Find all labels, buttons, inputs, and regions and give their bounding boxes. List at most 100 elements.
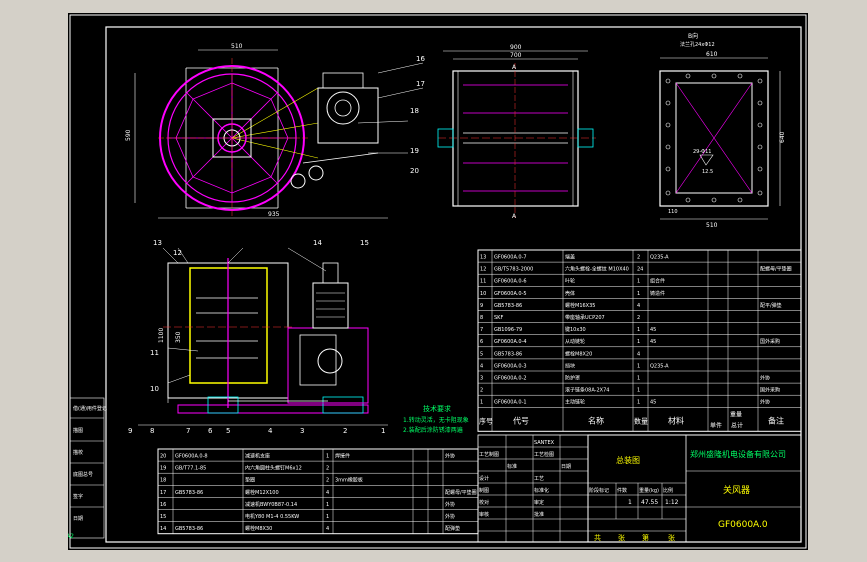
tech-note-item: 2.装配后涂防锈漆两遍 xyxy=(403,426,463,434)
strip-label: 借(通)用件登记 xyxy=(73,405,107,412)
bom2-cell: 1 xyxy=(326,514,329,520)
bom-cell: 1 xyxy=(637,327,640,333)
tech-notes-title: 技术要求 xyxy=(423,404,451,413)
approval-cell: 标准 xyxy=(507,463,517,470)
bom2-cell: 螺栓M8X30 xyxy=(245,525,272,532)
bom2-cell: 配弹垫 xyxy=(445,525,460,532)
approval-cell: 审核 xyxy=(479,511,489,518)
bom-cell: 7 xyxy=(480,327,483,333)
callout-label: 16 xyxy=(416,55,425,63)
hole-note: 29-Φ11 xyxy=(693,149,711,155)
dim-total: 900 xyxy=(510,44,522,51)
approval-cell: 工艺制图 xyxy=(479,451,499,458)
bom-cell: 主动链轮 xyxy=(565,399,585,406)
bom-cell: 从动链轮 xyxy=(565,338,585,345)
bom-cell: GB5783-86 xyxy=(494,303,522,309)
bom-cell: 1 xyxy=(637,376,640,382)
bom-cell: 45 xyxy=(650,327,656,333)
bom-cell: 1 xyxy=(637,363,640,369)
tech-notes: 技术要求 1.转动灵活，无卡阻现象 2.装配后涂防锈漆两遍 xyxy=(403,404,469,434)
bom2-cell: 2 xyxy=(326,466,329,472)
strip-label: 日期 xyxy=(73,516,83,522)
assembly-front-view: 1100 350 13 12 14 15 11 10 xyxy=(128,239,388,435)
bom-cell: 国外采购 xyxy=(760,387,780,394)
footer-text: 第 xyxy=(642,533,649,542)
dim-pitch: 110 xyxy=(668,209,678,215)
svg-text:A: A xyxy=(512,64,517,71)
drawing-name: 关风器 xyxy=(723,484,750,496)
bom-cell: 挡块 xyxy=(565,362,575,369)
bom2-cell: 外协 xyxy=(445,501,455,508)
bom-cell: 六角头螺栓-全螺纹 M10X40 xyxy=(565,266,629,273)
bom-cell: GF0600A.0-4 xyxy=(494,339,527,345)
approval-cell: 工艺 xyxy=(534,476,544,482)
callout-label: 7 xyxy=(186,427,190,435)
approval-cell: 制图 xyxy=(479,487,489,494)
bom-cell: 45 xyxy=(650,400,656,406)
front-view-housing: 900 700 A A xyxy=(437,44,596,220)
outer-frame xyxy=(69,14,807,549)
stage-label: 比例 xyxy=(663,487,673,494)
bom-cell: 带座轴承UCP207 xyxy=(565,314,605,321)
bom2-cell: 内六角圆柱头螺钉M6x12 xyxy=(245,465,302,472)
approval-table: SANTEX 工艺制图 工艺检图 标准 日期 设计 制图 校对 审核 工艺 标准… xyxy=(477,434,589,543)
approval-cell: 校对 xyxy=(479,499,489,506)
bom-cell: 4 xyxy=(480,363,483,369)
callout-label: 2 xyxy=(343,427,347,435)
bom-cell: 键10x30 xyxy=(565,326,586,333)
bom-cell: 12 xyxy=(480,267,486,273)
bom2-cell: 焊接件 xyxy=(335,453,350,460)
svg-text:A: A xyxy=(512,213,517,220)
corner-mark: A2 xyxy=(68,533,74,540)
weight: 47.55 xyxy=(641,499,658,506)
bom2-cell: GB5783-86 xyxy=(175,526,203,532)
callout-label: 10 xyxy=(150,385,159,393)
callout-label: 20 xyxy=(410,167,419,175)
view-b-label: B向 xyxy=(688,32,698,40)
bom2-cell: GB/T77.1-85 xyxy=(175,466,206,472)
bom2-cell: 1 xyxy=(326,454,329,460)
callout-label: 13 xyxy=(153,239,162,247)
bom-cell: 10 xyxy=(480,291,486,297)
drawing-number: GF0600A.0 xyxy=(718,520,768,530)
bom-cell: 11 xyxy=(480,279,486,285)
bom-cell: 13 xyxy=(480,255,486,261)
bom-cell: GF0600A.0-1 xyxy=(494,400,527,406)
bom-cell: 3 xyxy=(480,376,483,382)
strip-label: 底图总号 xyxy=(73,471,93,478)
footer-text: 共 xyxy=(594,533,601,542)
tech-note-item: 1.转动灵活，无卡阻现象 xyxy=(403,416,469,424)
bom-cell: 防护罩 xyxy=(565,375,580,382)
bom-cell: 1 xyxy=(637,339,640,345)
approval-cell: SANTEX xyxy=(534,440,555,446)
bom-cell: GF0600A.0-7 xyxy=(494,255,527,261)
bom-cell: 1 xyxy=(637,279,640,285)
bom-cell: 组合件 xyxy=(650,278,665,285)
callout-label: 17 xyxy=(416,80,425,88)
footer-text: 张 xyxy=(668,533,675,542)
approval-cell: 批准 xyxy=(534,511,544,518)
cad-drawing: 借(通)用件登记 描图 描校 底图总号 签字 日期 A2 510 590 xyxy=(68,14,807,549)
dim-lower-inner: 350 xyxy=(175,331,182,343)
strip-label: 描校 xyxy=(73,449,83,456)
dim-right-height: 640 xyxy=(779,131,786,143)
bom-cell: 滚子链条08A-2X74 xyxy=(565,387,609,394)
bom2-cell: 减速机支座 xyxy=(245,453,270,460)
approval-cell: 日期 xyxy=(561,464,571,470)
bom2-cell: 螺栓M12X100 xyxy=(245,489,279,496)
bom2-cell: 3mm橡胶板 xyxy=(335,477,363,484)
drawing-sheet: 借(通)用件登记 描图 描校 底图总号 签字 日期 A2 510 590 xyxy=(68,13,808,550)
bom-cell: 2 xyxy=(480,388,483,394)
tolerance: 12.5 xyxy=(702,169,713,175)
assembly-title: 总装图 xyxy=(616,455,640,465)
callout-label: 5 xyxy=(226,427,230,435)
company-name: 郑州盛隆机电设备有限公司 xyxy=(690,449,786,459)
approval-cell: 审定 xyxy=(534,499,544,506)
footer-text: 张 xyxy=(618,533,625,542)
bom2-cell: 外协 xyxy=(445,453,455,460)
stage-label: 阶段标记 xyxy=(589,487,609,494)
dim-lower-height: 1100 xyxy=(158,328,165,343)
callout-label: 14 xyxy=(313,239,322,247)
scale: 1:12 xyxy=(665,499,679,506)
